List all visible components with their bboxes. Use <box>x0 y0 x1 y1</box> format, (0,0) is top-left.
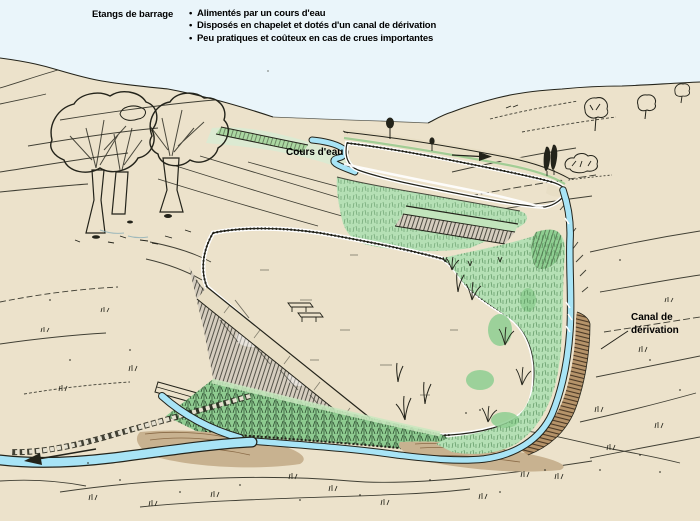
small-tree <box>674 83 691 97</box>
note-item: • Alimentés par un cours d'eau <box>189 8 436 20</box>
figure-notes: • Alimentés par un cours d'eau • Disposés … <box>189 8 436 45</box>
tree-crown <box>149 92 229 167</box>
tree-trunk <box>159 157 184 213</box>
diversion-canal <box>248 186 591 464</box>
pond-reeds <box>395 272 465 421</box>
note-item: • Peu pratiques et coûteux en cas de crue… <box>189 33 436 45</box>
marsh-tufts <box>442 256 532 423</box>
ground-dots <box>49 259 681 501</box>
hill-vegetation <box>342 83 691 176</box>
canal-leader-line <box>600 330 629 350</box>
bullet-icon: • <box>189 20 193 32</box>
tree-trunk <box>111 171 129 215</box>
cypress <box>543 146 551 171</box>
upper-pond-water <box>345 142 566 208</box>
canal-rapids <box>564 217 573 333</box>
small-tree <box>584 97 609 119</box>
small-dark-tree <box>386 117 394 129</box>
tree-branches <box>69 109 205 171</box>
pier <box>287 302 324 322</box>
flow-arrow-stream <box>37 448 97 460</box>
chain-dam-area <box>336 162 544 252</box>
small-dark-tree <box>429 137 435 145</box>
bullet-icon: • <box>189 8 193 19</box>
small-tree <box>637 94 656 112</box>
label-cours-deau: Cours d'eau <box>286 147 344 158</box>
dam-crest <box>197 287 390 446</box>
bullet-icon: • <box>189 32 193 44</box>
flow-arrowhead-stream <box>24 453 42 465</box>
tree-crown <box>50 91 158 173</box>
ground-tufts <box>40 297 674 507</box>
flow-arrow-upper <box>451 154 481 158</box>
note-item: • Disposés en chapelet et dotés d'un cana… <box>189 20 436 32</box>
tree-ground-marks <box>92 214 172 239</box>
marsh <box>395 229 566 454</box>
label-canal-derivation: Canal de dérivation <box>631 312 679 336</box>
note-text: Alimentés par un cours d'eau <box>197 8 326 19</box>
figure-title: Etangs de barrage <box>92 9 174 20</box>
upper-pond <box>343 129 571 210</box>
trees <box>50 91 229 245</box>
outlet-stream <box>0 392 258 468</box>
flow-arrowhead-upper <box>479 152 492 161</box>
cypress <box>550 144 558 170</box>
note-text: Disposés en chapelet et dotés d'un canal… <box>197 20 437 32</box>
bush <box>564 153 598 174</box>
note-text: Peu pratiques et coûteux en cas de crues… <box>197 32 434 44</box>
stone-bank <box>9 393 251 456</box>
leaf-clump <box>119 105 146 121</box>
stream-valley <box>206 126 359 176</box>
